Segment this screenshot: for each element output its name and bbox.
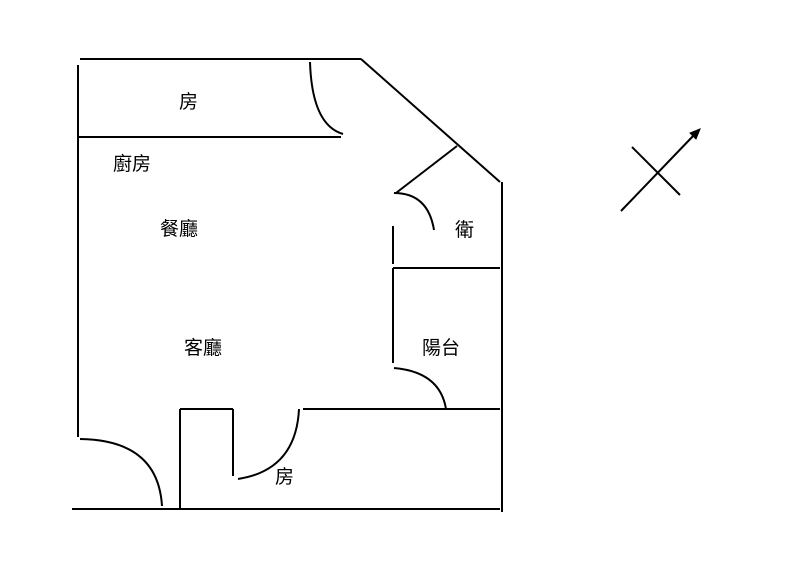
label-kitchen: 廚房	[113, 152, 151, 175]
door-bedroom-bottom	[237, 408, 300, 480]
outer-walls	[72, 58, 503, 512]
wall-diagonal	[360, 58, 501, 183]
door-bedroom-top	[309, 61, 344, 135]
label-bedroom-top: 房	[179, 91, 198, 113]
room-labels: 房 廚房 餐廳 衛 客廳 陽台 房	[113, 91, 474, 488]
interior-walls	[78, 136, 500, 509]
label-bathroom: 衛	[455, 219, 474, 241]
north-arrow-icon	[620, 128, 701, 212]
label-balcony: 陽台	[422, 337, 460, 359]
door-entrance	[79, 438, 163, 507]
label-dining: 餐廳	[160, 218, 198, 240]
label-living: 客廳	[184, 337, 222, 359]
doors	[79, 61, 447, 507]
label-bedroom-bottom: 房	[275, 466, 294, 488]
wall-bath-diagonal	[395, 145, 458, 194]
door-balcony	[393, 367, 447, 410]
door-bathroom	[393, 192, 435, 231]
